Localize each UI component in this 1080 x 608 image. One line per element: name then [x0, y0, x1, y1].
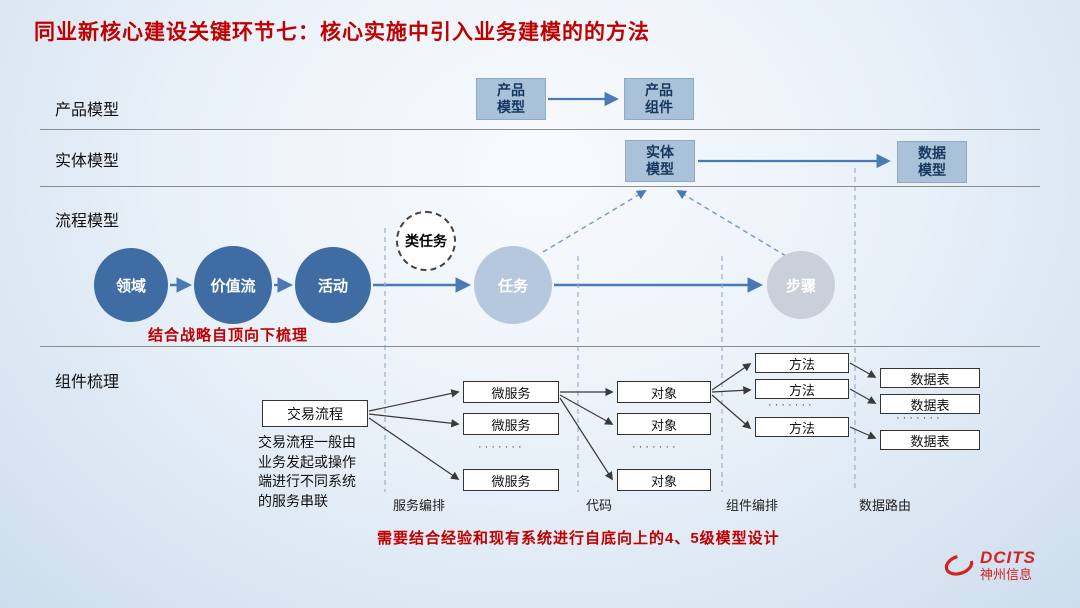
fan-method-to-table-2 [849, 388, 877, 404]
method-box: 方法 [755, 379, 849, 399]
data-table-box: 数据表 [880, 430, 980, 450]
row-label-product-model: 产品模型 [55, 102, 120, 119]
page-title: 同业新核心建设关键环节七：核心实施中引入业务建模的的方法 [34, 21, 650, 44]
fan-microservice-to-object-3 [559, 397, 613, 481]
entity-model-box: 实体 模型 [625, 140, 695, 182]
transaction-flow-note: 交易流程一般由业务发起或操作端进行不同系统的服务串联 [258, 434, 356, 509]
logo-company: 神州信息 [980, 566, 1033, 582]
data-table-box: 数据表 [880, 394, 980, 414]
bottom-up-annotation: 需要结合经验和现有系统进行自底向上的4、5级模型设计 [377, 530, 780, 547]
lane-label-service-orchestration: 服务编排 [393, 498, 446, 513]
method-box: 方法 [755, 353, 849, 373]
fan-object-to-method-2 [711, 386, 752, 395]
object-box: 对象 [617, 413, 711, 435]
separator-process-row [40, 346, 1040, 347]
row-label-component-sort: 组件梳理 [55, 374, 120, 391]
fan-transaction-to-microservice-2 [368, 413, 460, 428]
data-model-box: 数据 模型 [897, 141, 967, 183]
method-box: 方法 [755, 417, 849, 437]
separator-product-row [40, 129, 1040, 130]
data-table-ellipsis: ······· [896, 412, 943, 424]
activity-node: 活动 [295, 247, 371, 323]
fan-object-to-method-3 [711, 394, 752, 430]
data-table-box: 数据表 [880, 368, 980, 388]
fan-microservice-to-object-2 [559, 394, 614, 425]
fan-method-to-table-1 [849, 362, 877, 378]
row-label-process-model: 流程模型 [55, 213, 120, 230]
fan-transaction-to-microservice-3 [368, 417, 460, 480]
logo-name: DCITS [980, 548, 1036, 567]
fan-method-to-table-3 [849, 426, 877, 440]
microservice-box: 微服务 [463, 469, 559, 491]
task-node: 任务 [474, 246, 552, 324]
fan-transaction-to-microservice-1 [368, 389, 460, 412]
transaction-flow-box: 交易流程 [262, 400, 368, 427]
domain-node: 领域 [94, 248, 168, 322]
object-box: 对象 [617, 469, 711, 491]
dashed-task-to-entity [542, 189, 647, 253]
company-logo: DCITS 神州信息 [942, 548, 1036, 582]
separator-entity-row [40, 186, 1040, 187]
top-down-annotation: 结合战略自顶向下梳理 [148, 327, 309, 344]
microservice-box: 微服务 [463, 413, 559, 435]
step-node: 步骤 [767, 251, 835, 319]
task-class-node: 类任务 [396, 211, 456, 271]
value-stream-node: 价值流 [194, 246, 272, 324]
product-component-box: 产品 组件 [624, 78, 694, 120]
lane-label-data-routing: 数据路由 [859, 498, 912, 513]
row-label-entity-model: 实体模型 [55, 153, 120, 170]
dashed-step-to-entity [676, 189, 787, 257]
dcits-swoosh-icon [944, 554, 974, 576]
object-ellipsis: ······· [632, 441, 679, 453]
lane-label-code: 代码 [586, 498, 613, 513]
product-model-box: 产品 模型 [476, 78, 546, 120]
fan-object-to-method-1 [711, 363, 752, 391]
microservice-box: 微服务 [463, 381, 559, 403]
microservice-ellipsis: ······· [478, 441, 525, 453]
lane-label-component-orchestration: 组件编排 [726, 498, 779, 513]
logo-text: DCITS 神州信息 [980, 548, 1036, 582]
method-ellipsis: ······· [768, 399, 815, 411]
object-box: 对象 [617, 381, 711, 403]
